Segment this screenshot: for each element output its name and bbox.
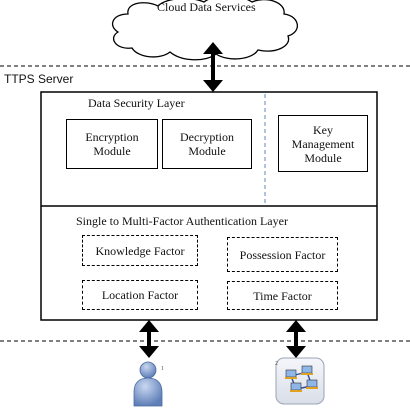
decryption-module-box: Decryption Module <box>162 119 252 169</box>
arrow-cloud-server <box>203 42 223 92</box>
arrow-server-network <box>286 320 306 358</box>
key-management-module-box: Key Management Module <box>278 115 368 172</box>
key-management-module-label: Key Management Module <box>291 122 355 165</box>
possession-factor-label: Possession Factor <box>239 247 326 262</box>
network-computers-icon <box>275 357 325 405</box>
user-icon <box>133 361 163 407</box>
security-layer-title: Data Security Layer <box>88 96 185 110</box>
server-label: TTPS Server <box>4 72 74 86</box>
arrow-server-user <box>139 320 159 358</box>
knowledge-factor-label: Knowledge Factor <box>95 243 185 258</box>
knowledge-factor-box: Knowledge Factor <box>82 235 198 266</box>
cloud-label: Cloud Data Services <box>157 0 256 14</box>
cloud-shape <box>111 0 298 61</box>
encryption-module-label: Encryption Module <box>85 130 139 158</box>
possession-factor-box: Possession Factor <box>227 237 338 272</box>
network-marker: 2 <box>275 361 278 367</box>
encryption-module-box: Encryption Module <box>66 119 158 169</box>
user-marker: 1 <box>161 366 164 372</box>
decryption-module-label: Decryption Module <box>180 130 234 158</box>
location-factor-box: Location Factor <box>82 280 198 310</box>
location-factor-label: Location Factor <box>101 288 179 302</box>
time-factor-box: Time Factor <box>227 281 338 310</box>
auth-layer-title: Single to Multi-Factor Authentication La… <box>76 214 288 228</box>
time-factor-label: Time Factor <box>253 288 312 303</box>
